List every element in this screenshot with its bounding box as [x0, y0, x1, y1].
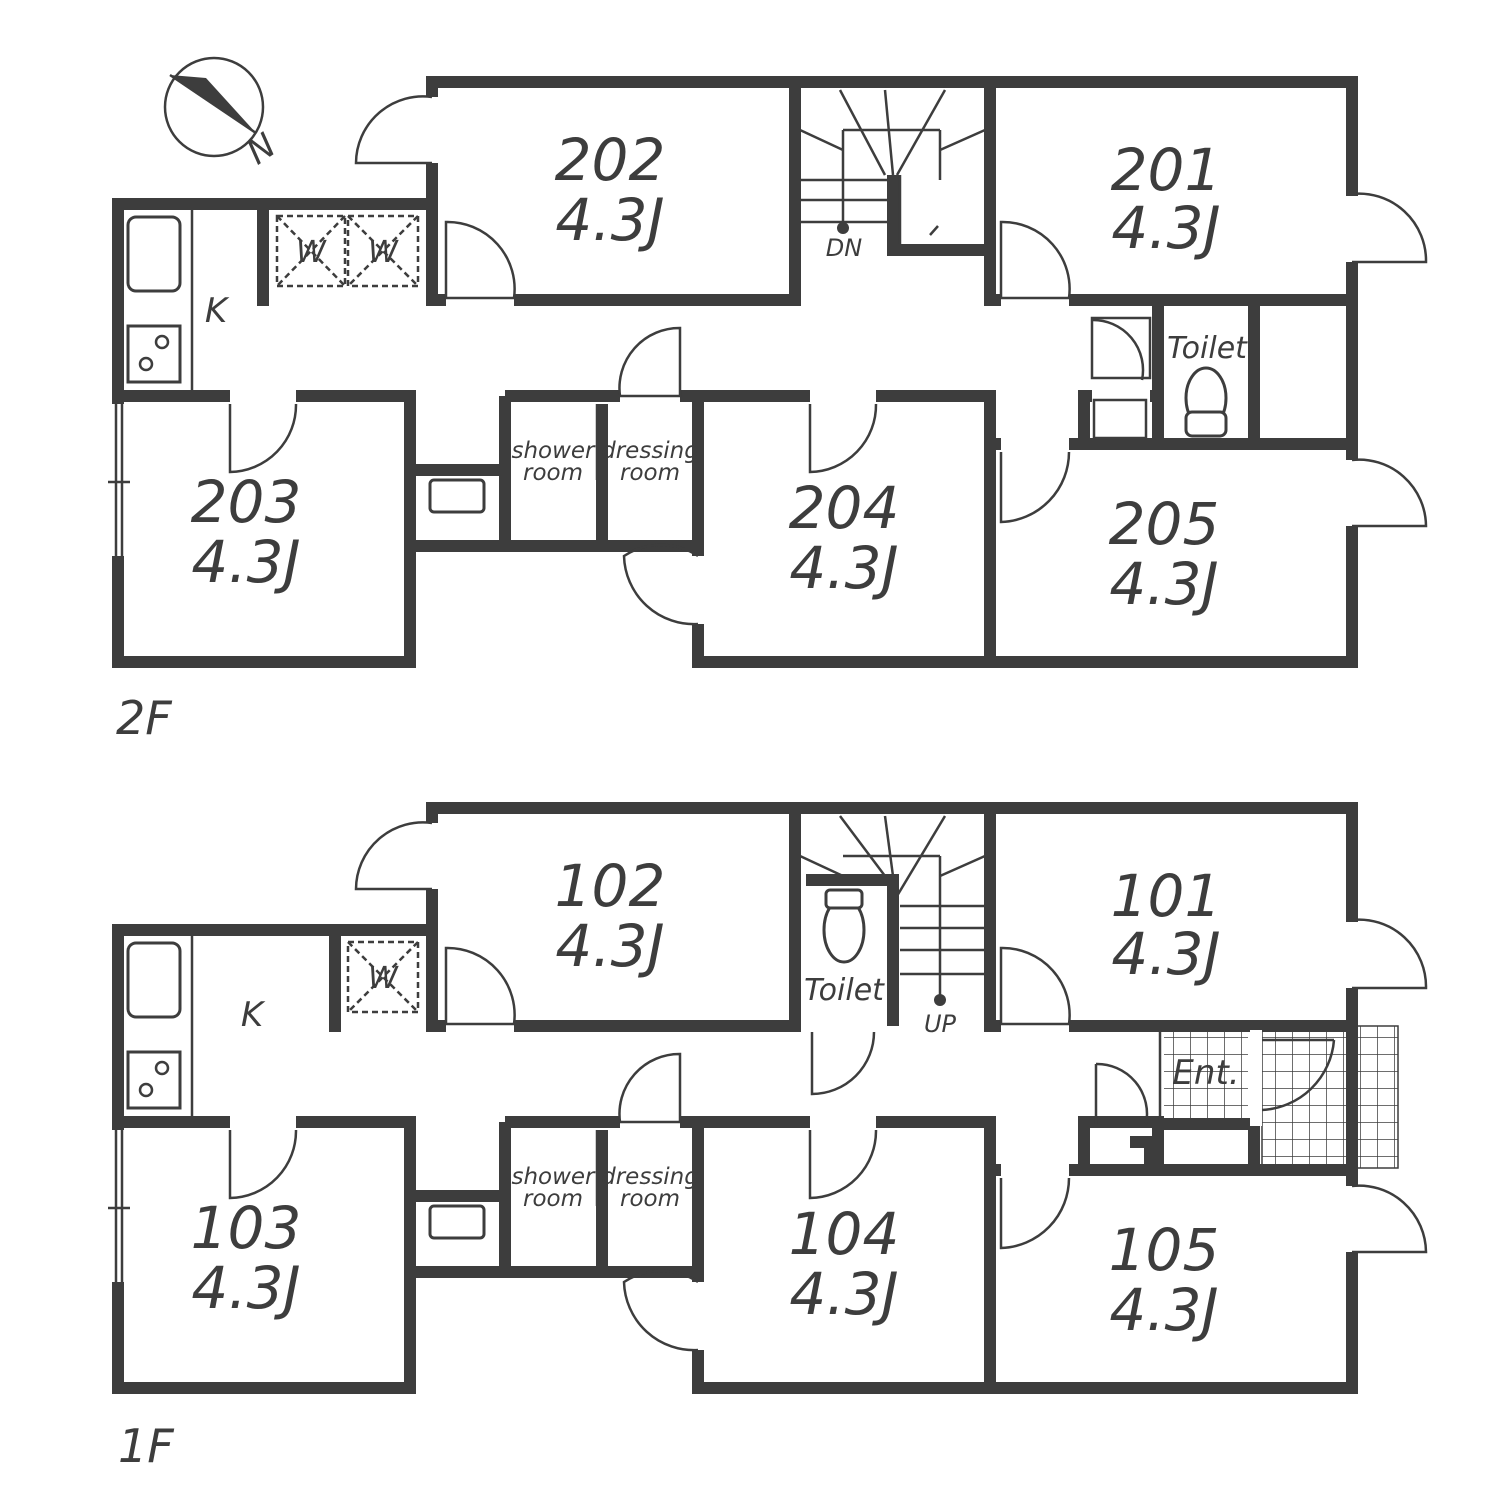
- washer-label-2f-2: W: [368, 235, 399, 270]
- room-201-number: 201: [1111, 136, 1222, 204]
- washer-label-1f: W: [368, 961, 399, 996]
- room-201-size: 4.3J: [1111, 194, 1220, 262]
- shower-label-1f-line2: room: [523, 1186, 583, 1212]
- room-105-size: 4.3J: [1109, 1276, 1218, 1344]
- shower-label-2f-line1: shower: [511, 438, 596, 464]
- dressing-label-1f-line2: room: [620, 1186, 680, 1212]
- kitchen-label-2f: K: [205, 291, 230, 331]
- floor-2f-plan: 202 4.3J 201 4.3J 203 4.3J 204 4.3J 205 …: [108, 76, 1428, 745]
- toilet-label-2f: Toilet: [1167, 331, 1248, 366]
- room-102-size: 4.3J: [555, 912, 664, 980]
- floor-1f-plan: 102 4.3J 101 4.3J 103 4.3J 104 4.3J 105 …: [108, 802, 1428, 1473]
- room-204-size: 4.3J: [789, 534, 898, 602]
- dressing-label-2f-line1: dressing: [601, 438, 699, 464]
- entrance-label: Ent.: [1172, 1053, 1239, 1093]
- room-205-size: 4.3J: [1109, 550, 1218, 618]
- toilet-label-1f: Toilet: [804, 973, 885, 1008]
- staircase-2f: [799, 89, 986, 244]
- floor-label-2f: 2F: [116, 691, 172, 745]
- room-101-size: 4.3J: [1111, 920, 1220, 988]
- stairs-up-label: UP: [924, 1010, 957, 1038]
- floor-label-1f: 1F: [118, 1419, 174, 1473]
- kitchen-label-1f: K: [241, 995, 266, 1035]
- room-101-number: 101: [1111, 862, 1222, 930]
- stairs-dn-label: DN: [826, 234, 862, 262]
- room-205-number: 205: [1109, 490, 1220, 558]
- room-203-number: 203: [191, 468, 302, 536]
- dressing-label-2f-line2: room: [620, 460, 680, 486]
- staircase-1f: [799, 815, 986, 1006]
- room-102-number: 102: [555, 852, 666, 920]
- shower-label-1f-line1: shower: [511, 1164, 596, 1190]
- room-104-number: 104: [789, 1200, 900, 1268]
- compass: N: [163, 56, 284, 173]
- dressing-label-1f-line1: dressing: [601, 1164, 699, 1190]
- room-202-size: 4.3J: [555, 186, 664, 254]
- room-204-number: 204: [789, 474, 900, 542]
- shower-label-2f-line2: room: [523, 460, 583, 486]
- room-203-size: 4.3J: [191, 528, 300, 596]
- room-105-number: 105: [1109, 1216, 1220, 1284]
- washer-label-2f-1: W: [296, 235, 327, 270]
- room-104-size: 4.3J: [789, 1260, 898, 1328]
- room-202-number: 202: [555, 126, 666, 194]
- room-103-size: 4.3J: [191, 1254, 300, 1322]
- room-103-number: 103: [191, 1194, 302, 1262]
- compass-north-label: N: [240, 126, 284, 173]
